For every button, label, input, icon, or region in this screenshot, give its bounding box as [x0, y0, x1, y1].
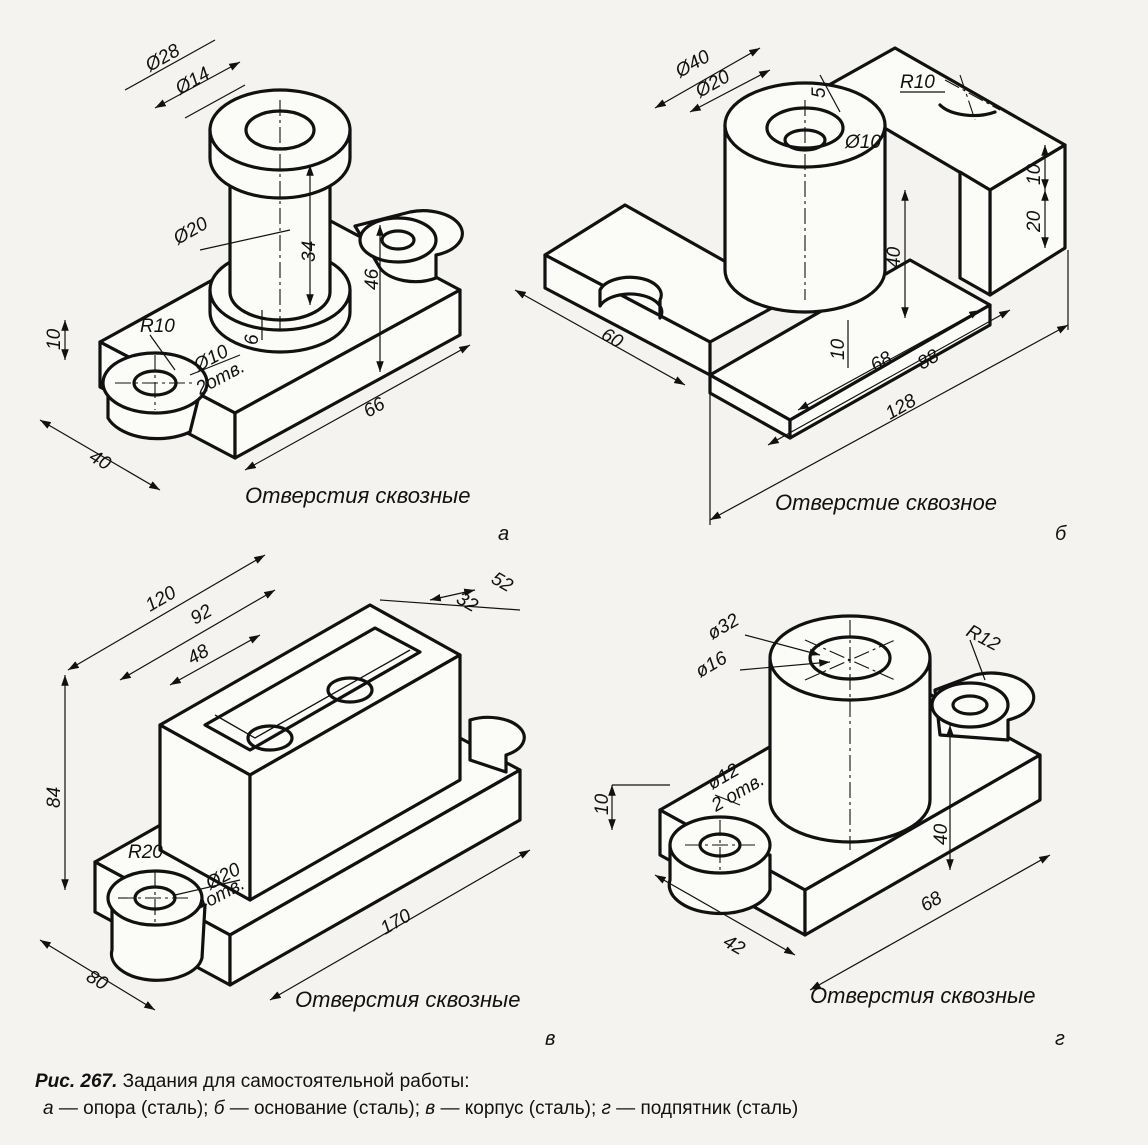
v-box-side	[248, 653, 462, 902]
g-dim-7: 68	[917, 887, 946, 916]
v-hole-2	[326, 676, 374, 704]
v-note: Отверстия сквозные	[295, 987, 520, 1012]
figure-caption: Рис. 267. Задания для самостоятельной ра…	[35, 1068, 1115, 1122]
b-letter: б	[1055, 523, 1067, 545]
v-dim-1: 92	[187, 600, 216, 629]
g-right-boss-top	[930, 681, 1010, 729]
a-dim-7: 6	[242, 334, 263, 345]
v-dim-10: 80	[83, 966, 112, 995]
g-right-hole	[951, 694, 989, 716]
g-dim-6: 40	[931, 823, 952, 845]
b-r10-arc	[938, 103, 997, 118]
g-note: Отверстия сквозные	[810, 983, 1035, 1008]
a-right-boss-top	[358, 216, 438, 264]
v-dim-6: R20	[128, 842, 163, 863]
b-rear-wall-front	[958, 170, 992, 297]
caption-item-2-text: — корпус (сталь);	[435, 1098, 602, 1119]
caption-item-3-text: — подпятник (сталь)	[610, 1098, 799, 1119]
a-letter: а	[498, 523, 509, 545]
drawing-a-support: Ø28 Ø14 Ø20 34 46 R10 10 6 Ø10 2отв. 66 …	[39, 39, 509, 545]
drawing-b-base: Ø40 Ø20 5 Ø10 R10 10 20 40 10 60 68 88 1…	[514, 46, 1069, 545]
v-dim-9: 170	[377, 905, 415, 939]
v-dim-3: 32	[453, 588, 482, 617]
caption-line-2: а — опора (сталь); б — основание (сталь)…	[35, 1095, 1115, 1122]
v-dim-5: 84	[44, 787, 65, 808]
a-dim-0: Ø28	[141, 40, 184, 77]
a-dim-2: Ø20	[169, 213, 212, 250]
g-dim-5: 10	[592, 793, 613, 815]
v-pocket	[203, 626, 422, 752]
v-letter: в	[545, 1028, 555, 1050]
caption-item-0-letter: а	[43, 1098, 54, 1119]
b-dim-3: Ø10	[844, 132, 881, 153]
g-letter: г	[1055, 1028, 1065, 1050]
caption-line-1: Рис. 267. Задания для самостоятельной ра…	[35, 1068, 1115, 1095]
v-dim-0: 120	[142, 582, 180, 616]
a-dim-10: 66	[360, 393, 389, 422]
b-dim-12: 128	[882, 390, 920, 424]
b-dim-2: 5	[809, 87, 830, 98]
a-note: Отверстия сквозные	[245, 483, 470, 508]
caption-label: Рис. 267.	[35, 1071, 118, 1092]
b-dim-5: 10	[1024, 163, 1045, 185]
a-dim-11: 40	[86, 446, 115, 475]
v-hole-1	[246, 724, 294, 752]
b-dim-4: R10	[900, 72, 935, 93]
caption-title: Задания для самостоятельной работы:	[117, 1071, 470, 1092]
b-dim-8: 10	[828, 338, 849, 360]
b-note: Отверстие сквозное	[775, 490, 997, 515]
b-dim-7: 40	[884, 246, 905, 268]
g-dim-8: 42	[720, 931, 749, 960]
a-dim-6: 10	[44, 328, 65, 350]
caption-item-2-letter: в	[425, 1098, 436, 1119]
b-dim-6: 20	[1024, 210, 1045, 233]
drawing-g-bearing: ø32 ø16 R12 ø12 2 отв. 10 40 68 42 Отвер…	[592, 610, 1065, 1050]
a-dim-4: 46	[362, 268, 383, 290]
a-dim-5: R10	[140, 316, 175, 337]
caption-item-0-text: — опора (сталь);	[53, 1098, 214, 1119]
v-right-boss	[468, 715, 526, 774]
a-dim-1: Ø14	[171, 63, 213, 100]
v-dim-2: 52	[488, 568, 517, 597]
caption-item-1-text: — основание (сталь);	[224, 1098, 426, 1119]
v-dim-4: 48	[184, 640, 213, 669]
caption-item-1-letter: б	[213, 1098, 225, 1119]
g-dim-1: ø16	[692, 648, 731, 683]
drawing-v-housing: 120 92 52 32 48 84 R20 Ø20 4отв. 170 80 …	[39, 554, 555, 1050]
a-dim-3: 34	[299, 241, 320, 262]
caption-item-3-letter: г	[601, 1098, 611, 1119]
g-dim-0: ø32	[704, 610, 743, 645]
g-dim-2: R12	[963, 621, 1004, 656]
drawing-sheet: Ø28 Ø14 Ø20 34 46 R10 10 6 Ø10 2отв. 66 …	[39, 39, 1069, 1050]
